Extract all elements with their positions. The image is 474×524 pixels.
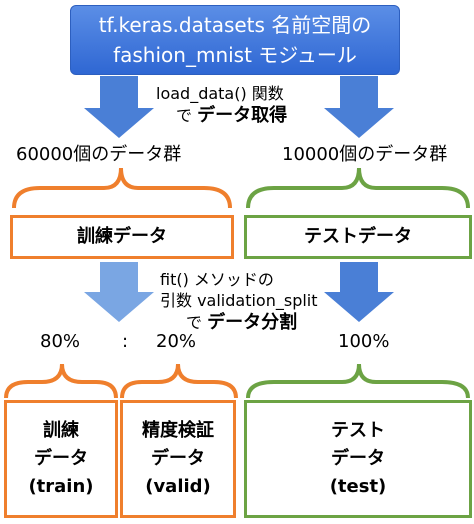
split-step-line-3: で データ分割: [186, 313, 297, 333]
split-step-bold: データ分割: [207, 312, 298, 333]
final-valid-line-3: (valid): [145, 476, 211, 497]
final-train-box: 訓練 データ (train): [4, 400, 118, 518]
final-train-line-3: (train): [28, 476, 94, 497]
test-ratio: 100%: [338, 331, 390, 352]
test-data-label: テストデータ: [304, 226, 412, 247]
test-count-label: 10000個のデータ群: [282, 144, 448, 165]
right-down-arrow: [324, 76, 394, 138]
train-split-arrow: [84, 262, 154, 322]
train-data-box: 訓練データ: [10, 215, 234, 259]
final-train-line-1: 訓練: [43, 420, 79, 441]
load-step-bold: データ取得: [197, 105, 288, 126]
valid-ratio-brace: [120, 363, 238, 399]
final-valid-box: 精度検証 データ (valid): [120, 400, 236, 518]
ratio-separator: :: [122, 331, 129, 352]
test-split-arrow: [324, 262, 394, 322]
final-valid-line-2: データ: [151, 448, 205, 469]
test-data-box: テストデータ: [244, 215, 472, 259]
load-step-line-2: で データ取得: [176, 106, 287, 126]
train-ratio-brace: [4, 363, 118, 399]
final-test-line-3: (test): [329, 476, 387, 497]
split-step-line-1: fit() メソッドの: [160, 270, 274, 289]
test-ratio-brace: [246, 363, 470, 399]
split-step-prefix: で: [186, 313, 208, 332]
final-train-line-2: データ: [34, 448, 88, 469]
left-down-arrow: [84, 76, 154, 138]
valid-ratio: 20%: [156, 331, 197, 352]
split-step-line-2: 引数 validation_split: [160, 291, 318, 310]
train-ratio: 80%: [40, 331, 81, 352]
final-test-line-1: テスト: [331, 420, 385, 441]
test-brace: [246, 167, 470, 209]
load-step-line-1: load_data() 関数: [156, 84, 284, 103]
final-test-box: テスト データ (test): [244, 400, 472, 518]
train-brace: [12, 167, 232, 209]
source-line-2: fashion_mnist モジュール: [113, 43, 357, 67]
train-count-label: 60000個のデータ群: [16, 144, 182, 165]
train-data-label: 訓練データ: [77, 226, 167, 247]
final-valid-line-1: 精度検証: [142, 420, 214, 441]
load-step-prefix: で: [176, 106, 198, 125]
source-module-box: tf.keras.datasets 名前空間の fashion_mnist モジ…: [70, 5, 400, 75]
source-line-1: tf.keras.datasets 名前空間の: [98, 13, 372, 37]
final-test-line-2: データ: [331, 448, 385, 469]
